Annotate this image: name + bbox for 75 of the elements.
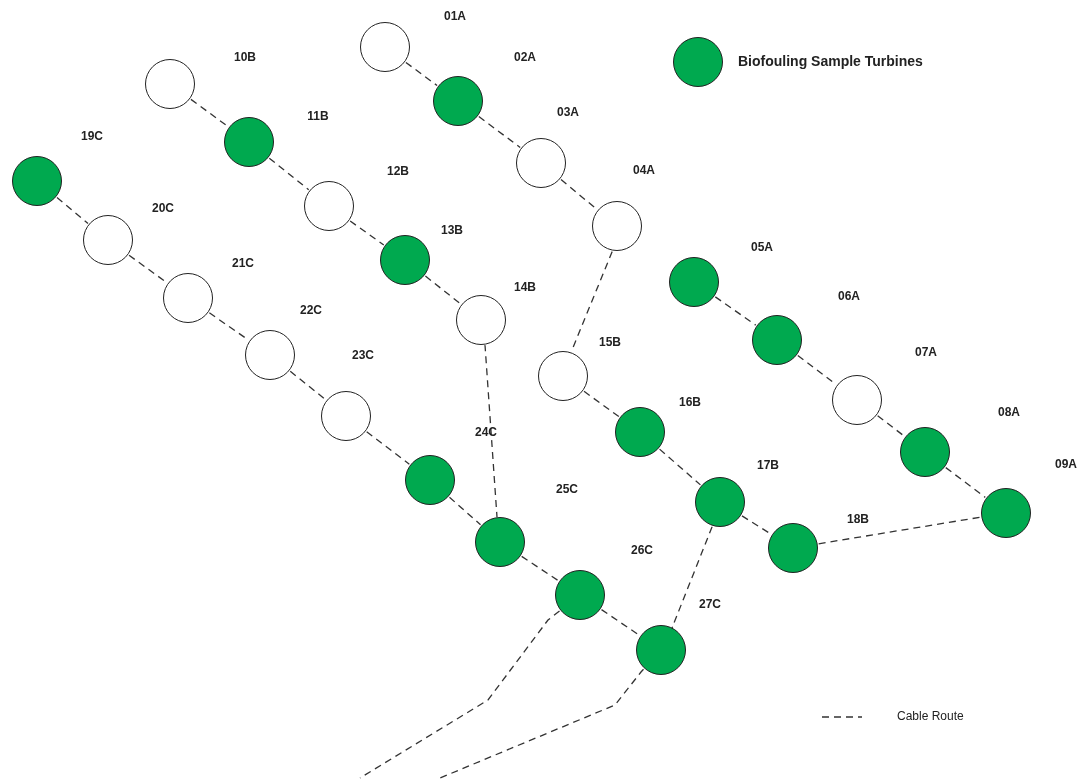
turbine-label: 26C [631,543,653,557]
turbine-circle [832,375,882,425]
turbine-circle [380,235,430,285]
turbine-label: 24C [475,425,497,439]
cable-route [478,115,521,149]
turbine-label: 06A [838,289,860,303]
turbine-label: 03A [557,105,579,119]
turbine-circle [12,156,62,206]
cable-route [56,196,89,225]
turbine-label: 15B [599,335,621,349]
turbine-label: 25C [556,482,578,496]
cable-route [289,370,327,401]
turbine-circle [900,427,950,477]
turbine-circle [768,523,818,573]
turbine-label: 14B [514,280,536,294]
turbine-label: 07A [915,345,937,359]
turbine-circle [433,76,483,126]
turbine-circle [145,59,195,109]
turbine-circle [83,215,133,265]
turbine-label: 11B [307,109,329,123]
turbine-circle [592,201,642,251]
turbine-label: 16B [679,395,701,409]
turbine-label: 02A [514,50,536,64]
turbine-circle [245,330,295,380]
cable-route [349,220,385,246]
turbine-circle [636,625,686,675]
turbine-label: 10B [234,50,256,64]
cable-route [190,98,229,128]
cable-route [484,344,498,518]
turbine-circle [538,351,588,401]
turbine-circle [163,273,213,323]
cable-route [877,415,905,437]
turbine-circle [669,257,719,307]
legend-label: Cable Route [897,709,964,723]
turbine-label: 23C [352,348,374,362]
cable-route [714,296,757,326]
cable-route [818,516,981,545]
turbine-circle [304,181,354,231]
turbine-circle [695,477,745,527]
turbine-label: 19C [81,129,103,143]
turbine-circle [555,570,605,620]
turbine-circle [475,517,525,567]
turbine-label: 17B [757,458,779,472]
turbine-label: 13B [441,223,463,237]
turbine-circle [360,22,410,72]
turbine-circle [456,295,506,345]
cable-route [405,61,438,87]
turbine-label: 08A [998,405,1020,419]
turbine-circle [224,117,274,167]
turbine-circle [752,315,802,365]
cable-route [583,390,620,418]
turbine-label: 27C [699,597,721,611]
turbine-label: 12B [387,164,409,178]
turbine-circle [321,391,371,441]
turbine-circle [615,407,665,457]
turbine-label: 05A [751,240,773,254]
cable-route [658,448,702,486]
turbine-circle [405,455,455,505]
cable-route [424,275,462,305]
turbine-circle [981,488,1031,538]
legend-label: Biofouling Sample Turbines [738,53,923,69]
cable-route [448,496,482,526]
turbine-label: 04A [633,163,655,177]
cable-route [439,668,645,779]
turbine-circle [516,138,566,188]
cable-route [268,157,310,191]
turbine-label: 01A [444,9,466,23]
cable-route [366,431,410,465]
turbine-label: 09A [1055,457,1077,471]
cable-route [945,467,986,498]
turbine-label: 18B [847,512,869,526]
turbine-label: 21C [232,256,254,270]
turbine-label: 20C [152,201,174,215]
turbine-label: 22C [300,303,322,317]
cable-route [521,555,559,582]
